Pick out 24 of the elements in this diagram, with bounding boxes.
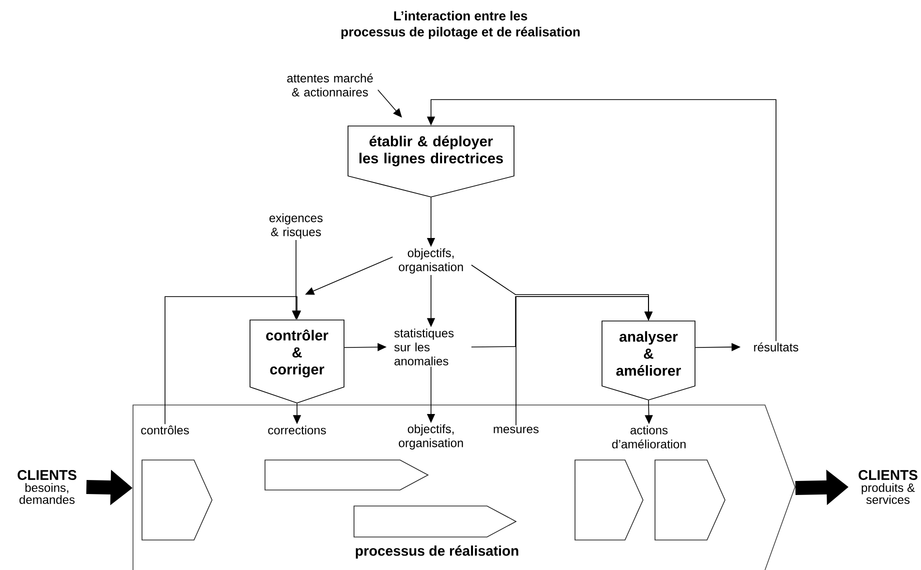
- process-box: contrôler & corriger: [250, 320, 344, 404]
- flow-label: objectifs, organisation: [398, 424, 463, 450]
- arrow: [516, 296, 653, 426]
- process-step-shape: [354, 506, 517, 538]
- clients-label: CLIENTS produits & services: [858, 470, 918, 504]
- process-step-shape: [654, 460, 726, 540]
- process-step-shape: [142, 460, 212, 540]
- process-step-shape: [264, 460, 429, 490]
- process-step-shape: [574, 460, 644, 540]
- input-label: exigences & risques: [270, 213, 323, 239]
- clients-label: CLIENTS besoins, demandes: [18, 470, 76, 504]
- arrow: [164, 296, 302, 425]
- band-label: processus de réalisation: [356, 545, 518, 559]
- flow-label: statistiques sur les anomalies: [394, 328, 454, 366]
- process-box: analyser & améliorer: [602, 320, 696, 400]
- flow-label: mesures: [494, 426, 539, 434]
- flow-label: actions d’amélioration: [612, 426, 686, 448]
- flow-label: objectifs, organisation: [398, 248, 463, 274]
- title: L’interaction entre les processus de pilotage et de réalisation: [341, 10, 580, 40]
- flow-label: contrôles: [141, 426, 189, 434]
- flow-label: corrections: [268, 426, 326, 434]
- output-label: résultats: [754, 342, 798, 352]
- process-box: établir & déployer les lignes directrices: [348, 126, 514, 198]
- input-label: attentes marché & actionnaires: [287, 74, 373, 96]
